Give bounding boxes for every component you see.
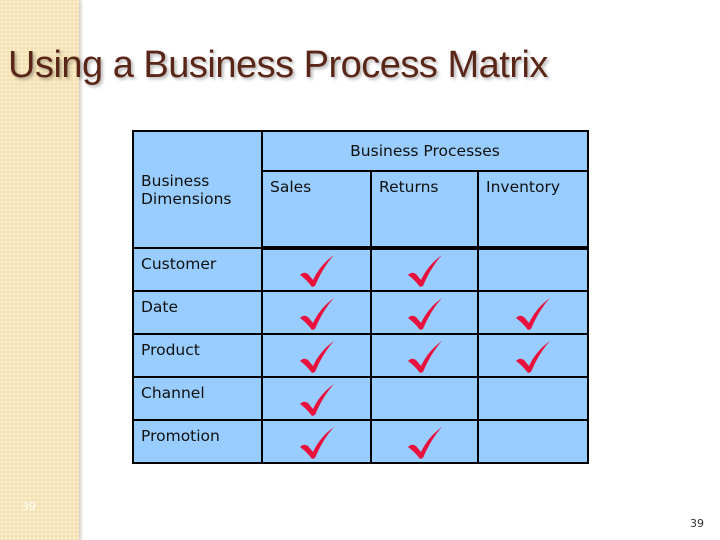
matrix-cell <box>477 333 589 378</box>
matrix-cell <box>477 419 589 464</box>
group-header: Business Processes <box>261 130 589 172</box>
row-label: Promotion <box>132 419 263 464</box>
matrix-cell <box>261 290 372 335</box>
matrix-cell <box>477 247 589 292</box>
column-header: Inventory <box>477 170 589 250</box>
checkmark-icon <box>299 426 334 459</box>
column-header: Sales <box>261 170 372 250</box>
table-row: Customer <box>132 247 589 292</box>
slide-title: Using a Business Process Matrix <box>8 44 548 86</box>
matrix-cell <box>370 376 479 421</box>
checkmark-icon <box>299 340 334 373</box>
corner-header: Business Dimensions <box>132 130 263 249</box>
matrix-cell <box>477 376 589 421</box>
matrix-cell <box>261 376 372 421</box>
matrix-cell <box>261 419 372 464</box>
checkmark-icon <box>299 383 334 416</box>
checkmark-icon <box>407 340 442 373</box>
sidebar-page-number: 39 <box>22 500 36 513</box>
matrix-cell <box>370 247 479 292</box>
checkmark-icon <box>299 297 334 330</box>
row-label: Customer <box>132 247 263 292</box>
checkmark-icon <box>407 297 442 330</box>
page-number: 39 <box>690 517 704 530</box>
table-row: Product <box>132 333 589 378</box>
table-row: Date <box>132 290 589 335</box>
matrix-cell <box>370 333 479 378</box>
matrix-cell <box>370 290 479 335</box>
decorative-sidebar <box>0 0 79 540</box>
matrix-cell <box>477 290 589 335</box>
matrix-cell <box>261 333 372 378</box>
matrix-cell <box>370 419 479 464</box>
row-label: Channel <box>132 376 263 421</box>
table-row: Promotion <box>132 419 589 464</box>
checkmark-icon <box>299 255 334 287</box>
table-row: Channel <box>132 376 589 421</box>
business-process-matrix: Business Dimensions Business Processes S… <box>132 130 589 464</box>
checkmark-icon <box>516 297 550 330</box>
checkmark-icon <box>407 255 442 287</box>
column-header: Returns <box>370 170 479 250</box>
checkmark-icon <box>407 426 442 459</box>
checkmark-icon <box>516 340 550 373</box>
row-label: Product <box>132 333 263 378</box>
row-label: Date <box>132 290 263 335</box>
matrix-cell <box>261 247 372 292</box>
